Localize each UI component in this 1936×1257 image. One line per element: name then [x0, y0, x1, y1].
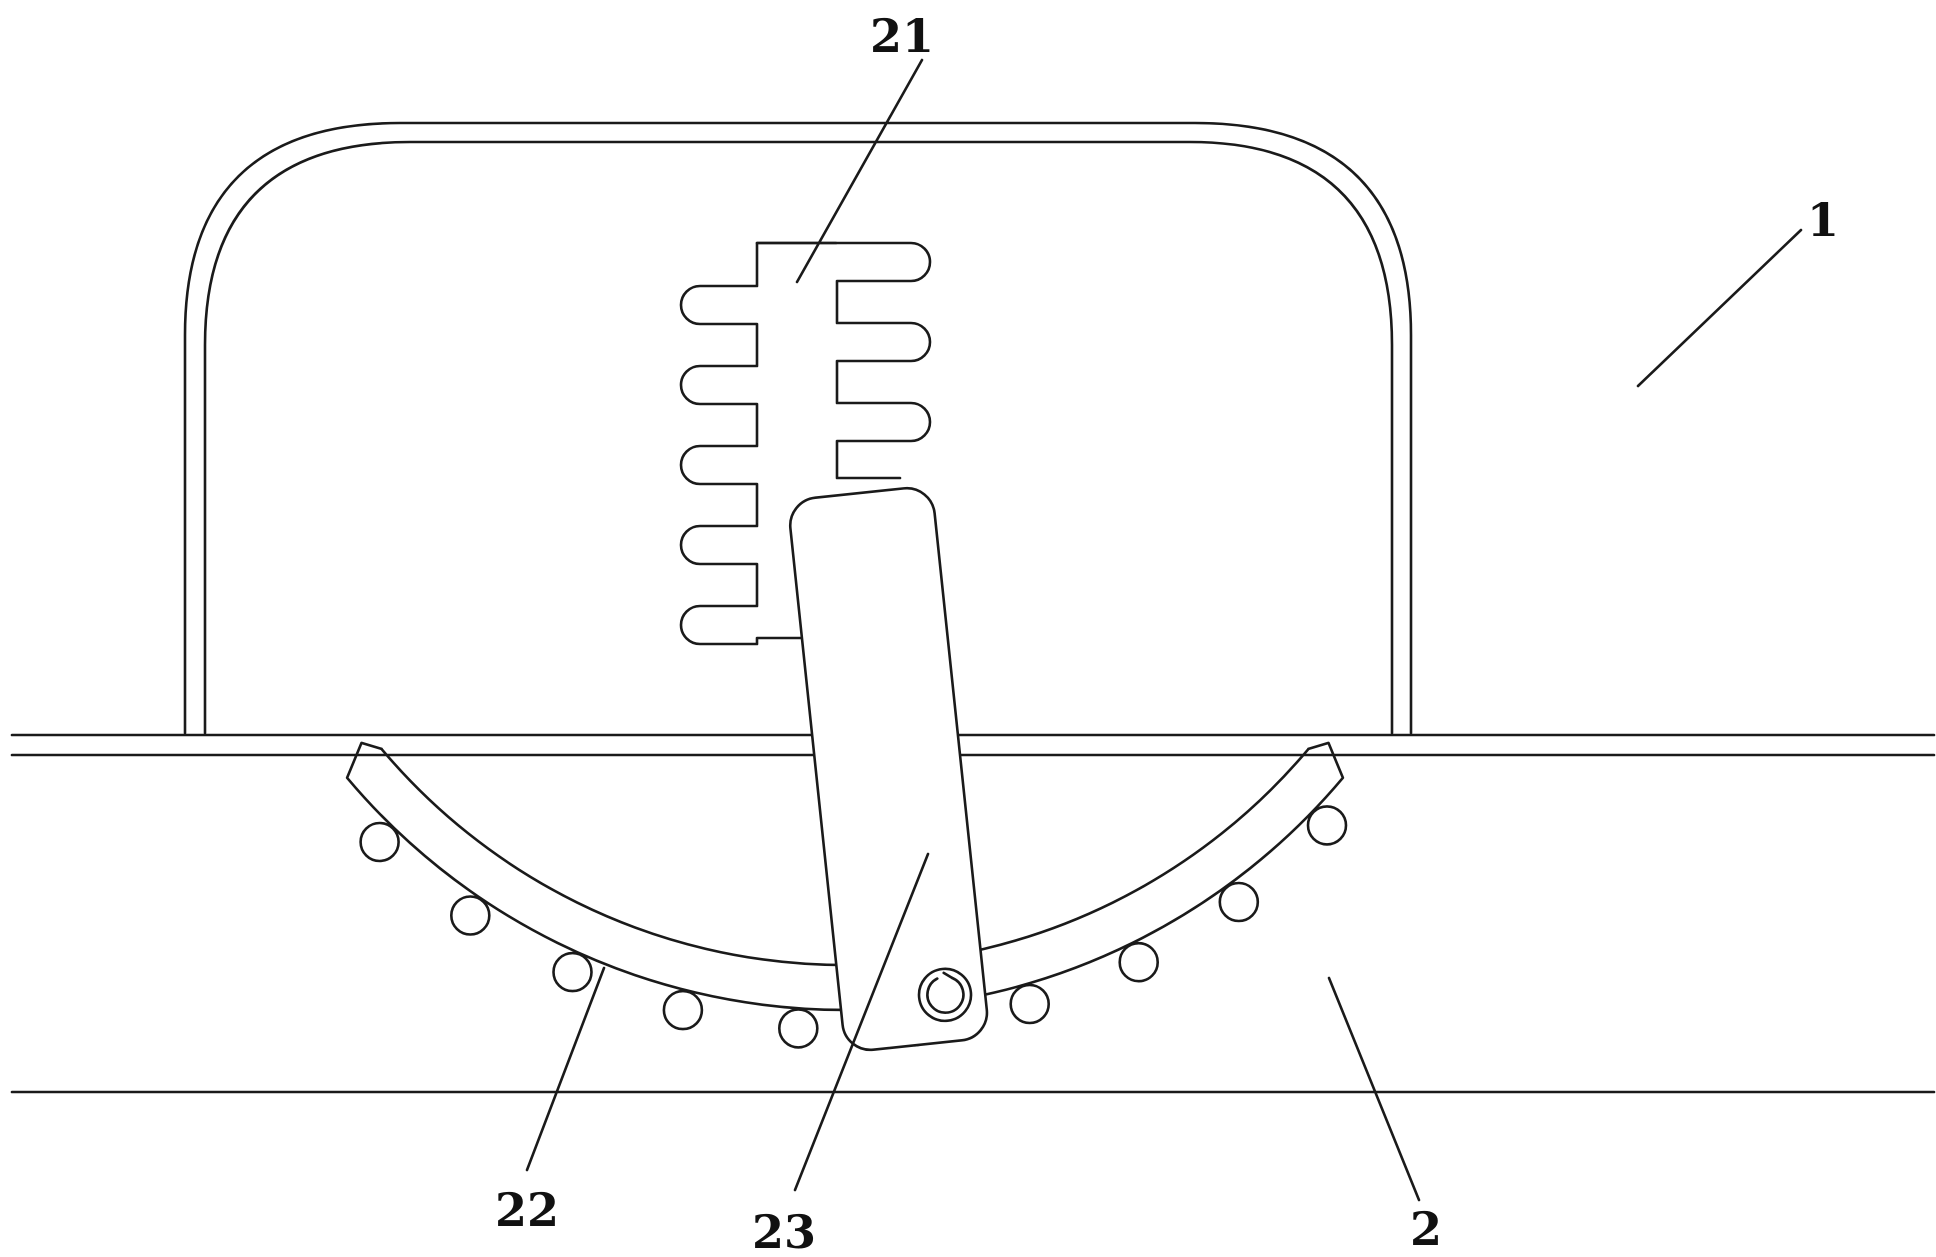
gear-tooth	[1218, 881, 1260, 923]
gear-tooth	[1009, 983, 1050, 1025]
housing-frame	[183, 121, 1413, 735]
label-base: 2	[1410, 1202, 1442, 1256]
pivot-icon	[917, 967, 973, 1023]
gear-tooth	[662, 989, 704, 1031]
gear-tooth	[552, 951, 593, 993]
lever	[788, 486, 989, 1052]
gear-tooth	[359, 821, 400, 863]
gear-tooth	[777, 1008, 819, 1049]
gear-tooth	[1306, 805, 1348, 846]
leader-lines	[525, 58, 1803, 1202]
label-rack: 21	[870, 9, 934, 63]
toothed-rack	[679, 241, 932, 646]
gear-tooth	[449, 895, 491, 936]
gear-tooth	[1118, 941, 1159, 983]
base-plate	[10, 733, 1936, 1094]
label-lever: 23	[752, 1205, 816, 1257]
label-gear-arc: 22	[495, 1183, 559, 1237]
label-housing: 1	[1807, 193, 1839, 247]
